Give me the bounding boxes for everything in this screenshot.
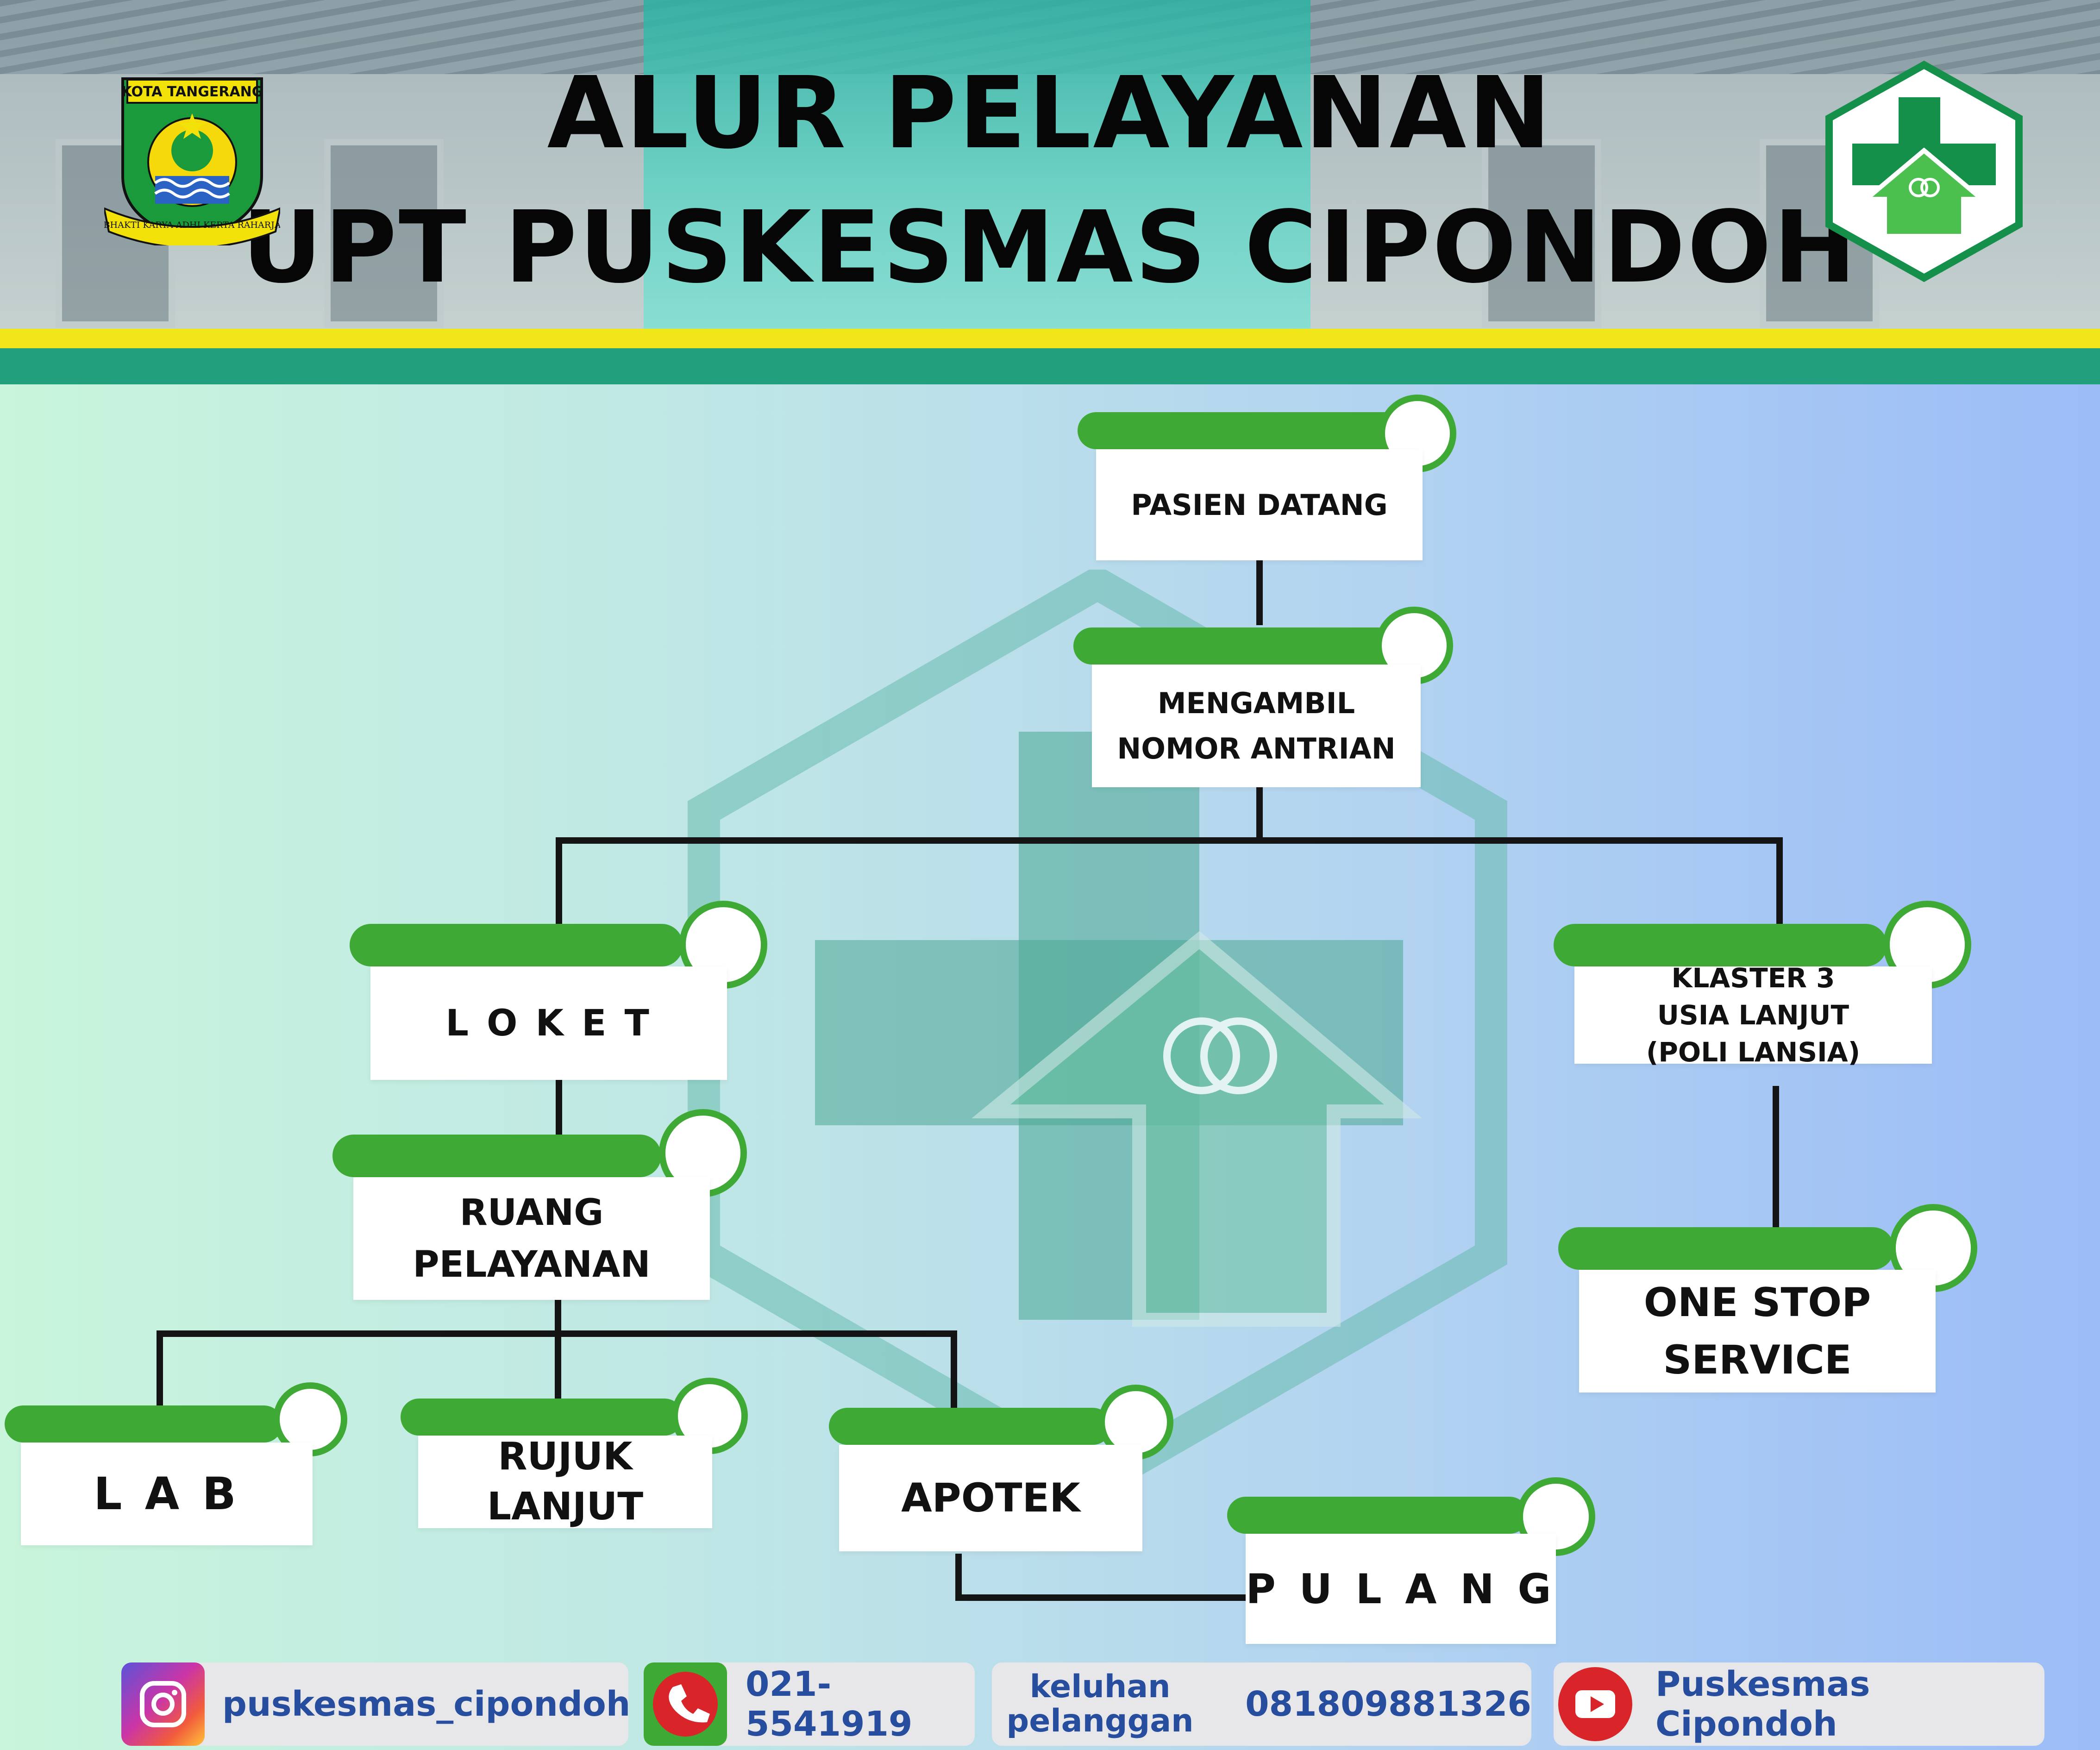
node-card: RUANG PELAYANAN xyxy=(353,1177,710,1300)
node-label-line2: LANJUT xyxy=(487,1485,644,1529)
node-tab xyxy=(5,1405,282,1443)
node-label: APOTEK xyxy=(901,1475,1080,1521)
footer-keluhan-pelanggan[interactable]: keluhan pelanggan 081809881326 xyxy=(992,1662,1531,1746)
header-center-building xyxy=(644,0,1310,329)
node-card: L A B xyxy=(21,1443,313,1545)
header-banner: ALUR PELAYANAN UPT PUSKESMAS CIPONDOH KO… xyxy=(0,0,2100,329)
header-green-stripe xyxy=(0,348,2100,384)
node-card: KLASTER 3 USIA LANJUT (POLI LANSIA) xyxy=(1574,962,1932,1068)
footer-instagram[interactable]: puskesmas_cipondoh xyxy=(121,1662,631,1746)
page-title-line2: UPT PUSKESMAS CIPONDOH xyxy=(242,190,1858,305)
node-tab xyxy=(1078,412,1406,449)
node-tab xyxy=(1073,627,1398,665)
phone-number: 021-5541919 xyxy=(746,1664,913,1744)
node-card: L O K E T xyxy=(370,966,727,1080)
page-title-line1: ALUR PELAYANAN xyxy=(547,56,1553,171)
node-card: RUJUK LANJUT xyxy=(418,1435,712,1529)
keluhan-line2: pelanggan xyxy=(1006,1703,1194,1739)
node-tab xyxy=(1554,924,1887,966)
keluhan-number: 081809881326 xyxy=(1245,1684,1531,1724)
node-tab xyxy=(1227,1497,1528,1534)
node-label-line1: KLASTER 3 xyxy=(1671,962,1835,994)
youtube-icon xyxy=(1554,1662,1637,1746)
keluhan-label: keluhan pelanggan xyxy=(992,1670,1208,1738)
node-label: L O K E T xyxy=(445,1002,652,1044)
kota-tangerang-logo-icon: KOTA TANGERANG BHAKTI KARYA ADHI KERTA R… xyxy=(103,69,282,249)
node-card: ONE STOP SERVICE xyxy=(1579,1270,1936,1392)
logo-text-bottom: BHAKTI KARYA ADHI KERTA RAHARJA xyxy=(104,220,280,230)
phone-icon xyxy=(653,1672,718,1737)
phone-icon-bg xyxy=(644,1662,727,1746)
node-label: L A B xyxy=(94,1468,240,1520)
node-label-line2: PELAYANAN xyxy=(413,1243,651,1286)
puskesmas-logo-icon xyxy=(1824,60,2024,282)
node-label: PASIEN DATANG xyxy=(1131,488,1388,522)
node-label-line2: USIA LANJUT xyxy=(1657,999,1849,1031)
node-label-line2: NOMOR ANTRIAN xyxy=(1117,731,1396,765)
node-label-line1: RUANG xyxy=(459,1192,604,1234)
node-tab xyxy=(401,1399,683,1436)
node-label: P U L A N G xyxy=(1246,1565,1556,1613)
header-window xyxy=(324,139,444,328)
node-tab xyxy=(1558,1227,1894,1270)
node-label-line1: ONE STOP xyxy=(1643,1279,1871,1326)
node-card: MENGAMBIL NOMOR ANTRIAN xyxy=(1092,665,1421,787)
node-label-line1: MENGAMBIL xyxy=(1157,686,1355,720)
header-window xyxy=(1482,139,1601,328)
footer-youtube[interactable]: Puskesmas Cipondoh xyxy=(1554,1662,2044,1746)
node-label-line2: SERVICE xyxy=(1663,1336,1852,1383)
node-card: PASIEN DATANG xyxy=(1096,449,1423,560)
youtube-channel: Puskesmas Cipondoh xyxy=(1655,1664,1870,1744)
instagram-handle: puskesmas_cipondoh xyxy=(222,1684,631,1724)
node-tab xyxy=(350,924,683,966)
header-yellow-stripe xyxy=(0,329,2100,348)
logo-text-top: KOTA TANGERANG xyxy=(121,84,263,100)
node-tab xyxy=(332,1135,661,1177)
node-card: P U L A N G xyxy=(1246,1534,1556,1644)
node-card: APOTEK xyxy=(839,1445,1142,1551)
instagram-icon xyxy=(121,1662,205,1746)
node-label-line1: RUJUK xyxy=(498,1435,633,1479)
node-label-line3: (POLI LANSIA) xyxy=(1646,1036,1861,1068)
node-tab xyxy=(829,1408,1111,1445)
keluhan-line1: keluhan xyxy=(1029,1668,1171,1705)
footer-phone[interactable]: 021-5541919 xyxy=(644,1662,975,1746)
